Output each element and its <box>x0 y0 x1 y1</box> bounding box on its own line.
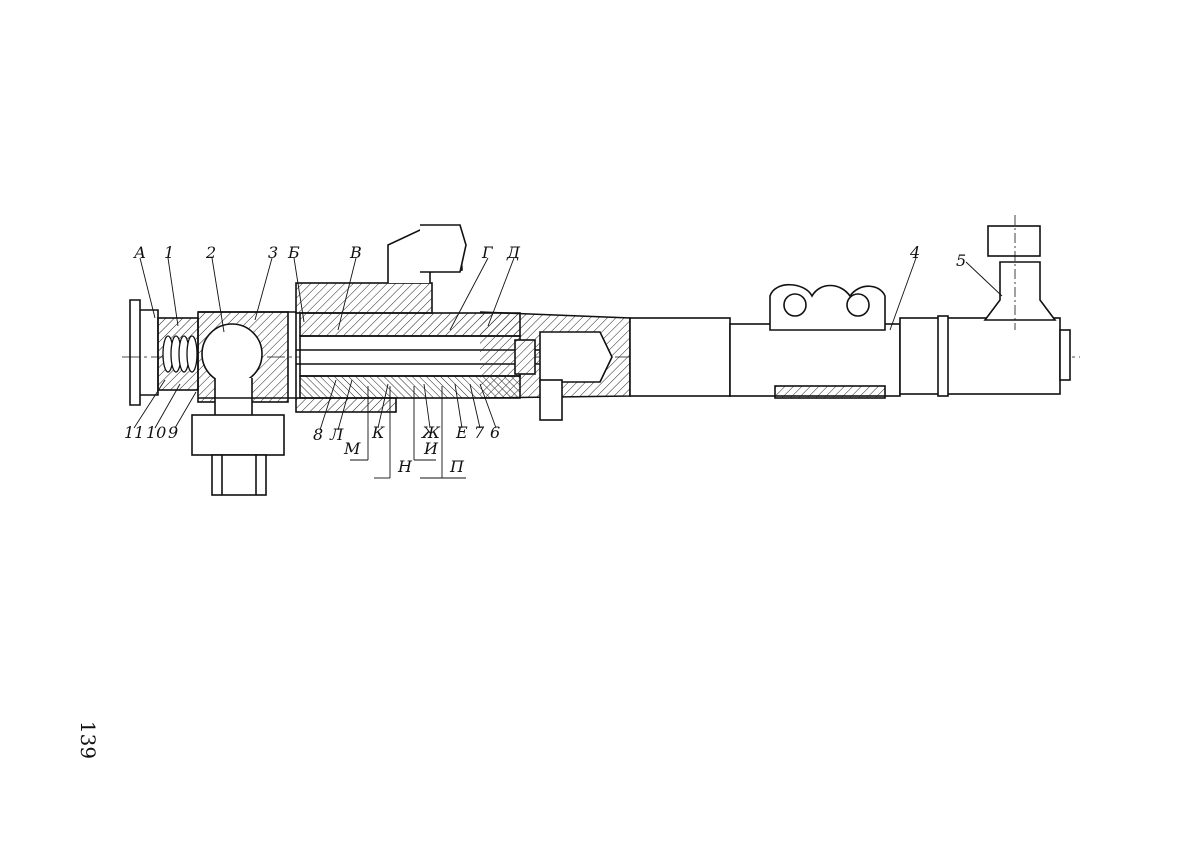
label-K: К <box>371 423 385 442</box>
label-D: Д <box>506 243 521 262</box>
right-stud-nut <box>987 225 1041 257</box>
label-10: 10 <box>146 423 166 442</box>
label-M: М <box>343 439 361 458</box>
label-G: Г <box>481 243 494 262</box>
label-11: 11 <box>124 423 144 442</box>
housing-top <box>295 282 433 314</box>
label-5: 5 <box>956 251 966 270</box>
bleed-valve <box>539 379 563 421</box>
label-E: Е <box>455 423 468 442</box>
label-L: Л <box>329 425 344 444</box>
mechanism-outline <box>122 215 1080 496</box>
leader-lines <box>133 257 1003 479</box>
label-2: 2 <box>205 243 216 262</box>
label-A: А <box>133 243 146 262</box>
label-V: В <box>349 243 362 262</box>
rod <box>729 323 901 397</box>
label-1: 1 <box>164 243 174 262</box>
label-7: 7 <box>474 423 485 442</box>
spring <box>162 335 198 373</box>
label-Zh: Ж <box>421 423 441 442</box>
label-B: Б <box>287 243 300 262</box>
tie-rod-end <box>899 317 1061 395</box>
ball-stud <box>201 323 263 385</box>
right-ball-stud <box>983 261 1057 321</box>
end-cap <box>129 299 141 406</box>
label-4: 4 <box>909 243 920 262</box>
stud-nut-housing <box>191 414 285 456</box>
label-I: И <box>423 439 439 458</box>
label-3: 3 <box>268 243 278 262</box>
labels: А 1 2 3 Б В Г Д 4 5 11 10 9 8 Л К Ж Е 7 … <box>124 243 966 476</box>
label-P: П <box>449 457 465 476</box>
stud-nut <box>211 454 267 496</box>
label-8: 8 <box>313 425 323 444</box>
label-N: Н <box>397 457 413 476</box>
page-number: 139 <box>76 720 100 760</box>
tube <box>629 317 731 397</box>
label-9: 9 <box>168 423 178 442</box>
label-6: 6 <box>490 423 500 442</box>
